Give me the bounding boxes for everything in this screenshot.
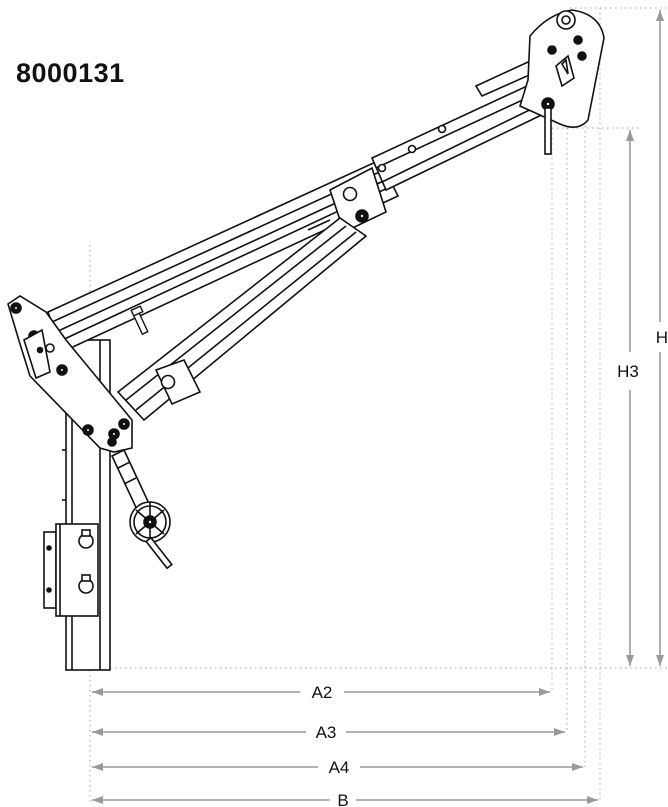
dimension-arrows <box>92 10 664 804</box>
boom-collar <box>307 166 387 234</box>
head-bracket <box>519 9 605 155</box>
dimension-label-a3: A3 <box>316 723 337 742</box>
dimension-label-h3: H3 <box>617 362 639 381</box>
pivot-plate <box>7 295 133 453</box>
support-strut <box>116 217 368 422</box>
dimension-label-b: B <box>337 791 348 807</box>
dimension-label-h: H <box>656 328 668 347</box>
boom-pin <box>130 305 149 336</box>
product-code: 8000131 <box>16 58 125 88</box>
mast-bracket <box>43 523 99 617</box>
dimension-label-a4: A4 <box>329 758 350 777</box>
winch-handwheel <box>110 448 173 570</box>
dimension-label-a2: A2 <box>312 683 333 702</box>
reference-lines <box>89 7 668 803</box>
